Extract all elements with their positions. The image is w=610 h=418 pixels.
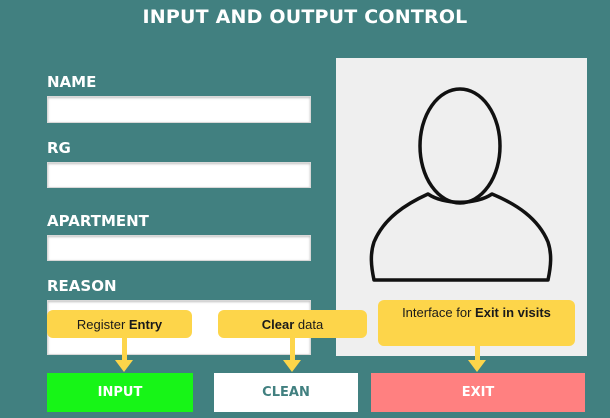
apartment-label: APARTMENT — [47, 212, 149, 230]
callout-exit-bold: Exit in visits — [475, 305, 551, 320]
reason-label: REASON — [47, 277, 117, 295]
page-title: INPUT AND OUTPUT CONTROL — [142, 6, 468, 28]
callout-entry-bold: Entry — [128, 316, 163, 332]
callout-clear-bold: Clear — [261, 316, 295, 332]
callout-entry-prefix: Register — [76, 316, 129, 332]
rg-field[interactable] — [47, 162, 311, 188]
apartment-field[interactable] — [47, 235, 311, 261]
callout-clear-suffix: data — [294, 316, 324, 332]
register-entry-callout: Register Entry — [47, 310, 192, 338]
rg-label: RG — [47, 139, 71, 157]
callout-exit-prefix: Interface for — [402, 305, 476, 320]
name-field[interactable] — [47, 96, 311, 123]
clean-button[interactable]: CLEAN — [214, 373, 358, 412]
name-label: NAME — [47, 73, 97, 91]
input-button[interactable]: INPUT — [47, 373, 193, 412]
clear-data-callout: Clear data — [218, 310, 367, 338]
exit-button[interactable]: EXIT — [371, 373, 585, 412]
user-silhouette-icon — [369, 87, 553, 282]
exit-visits-callout: Interface for Exit in visits — [378, 300, 575, 346]
